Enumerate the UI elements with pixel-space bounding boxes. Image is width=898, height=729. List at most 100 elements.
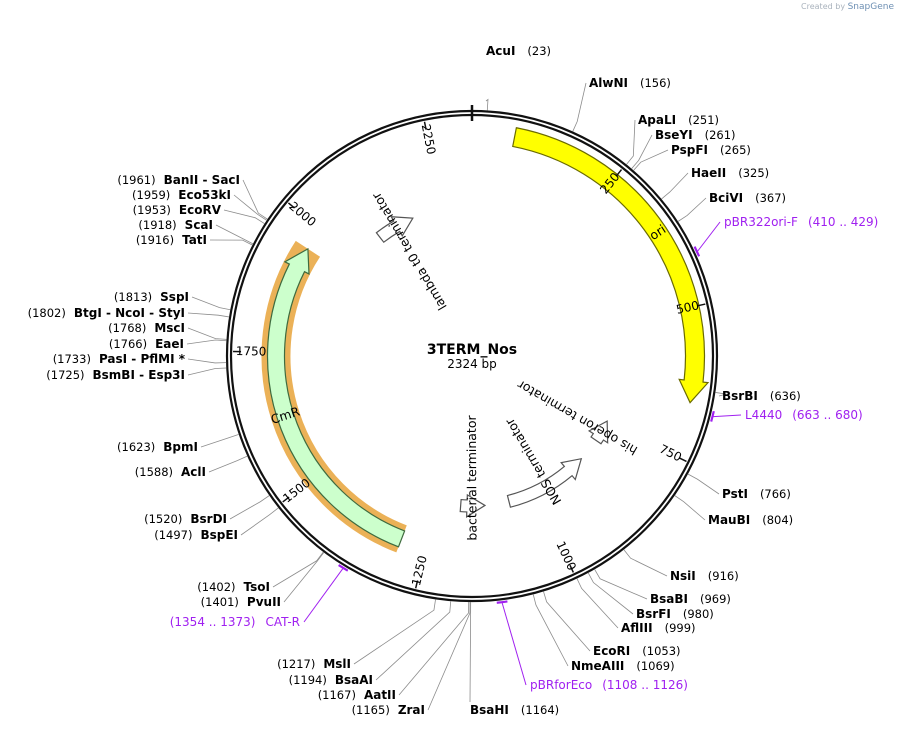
site-label: (1167)AatII [318, 688, 396, 702]
site-bcivi[interactable]: BciVI(367) [677, 191, 786, 222]
site-sspi[interactable]: (1813)SspI [114, 290, 231, 311]
site-bsahi[interactable]: BsaHI(1164) [469, 601, 559, 717]
tick-mark [414, 580, 419, 589]
site-bpmi[interactable]: (1623)BpmI [117, 434, 239, 454]
feature-label-lambda-t0: lambda t0 terminator [368, 189, 449, 313]
site-bsmbi-esp3i[interactable]: (1725)BsmBI - Esp3I [46, 367, 227, 382]
feature-arrow [375, 216, 414, 244]
plasmid-name: 3TERM_Nos [427, 342, 517, 358]
site-bsrdi[interactable]: (1520)BsrDI [144, 495, 270, 526]
site-nmeaiii[interactable]: NmeAIII(1069) [532, 594, 675, 673]
site-acli[interactable]: (1588)AclI [135, 455, 248, 479]
site-label: (1918)ScaI [138, 218, 213, 232]
watermark-prefix: Created by [801, 2, 846, 11]
site-acui[interactable]: AcuI(23) [485, 44, 551, 111]
site-pasi-pflmi[interactable]: (1733)PasI - PflMI * [53, 352, 227, 366]
feature-nos[interactable]: NOS terminator [501, 415, 583, 508]
primer-leader [697, 221, 721, 252]
site-label: (1402)TsoI [197, 580, 270, 594]
site-label: AlwNI(156) [589, 76, 671, 90]
site-aatii[interactable]: (1167)AatII [318, 601, 470, 702]
primer-l4440[interactable]: L4440(663 .. 680) [710, 408, 863, 422]
site-apali[interactable]: ApaLI(251) [626, 113, 719, 165]
site-leader [186, 339, 227, 345]
site-leader [626, 119, 636, 165]
site-afliii[interactable]: AflIII(999) [576, 578, 696, 635]
site-label: (1588)AclI [135, 465, 206, 479]
site-leader [572, 82, 587, 132]
site-label: NmeAIII(1069) [571, 659, 675, 673]
site-bsrfi[interactable]: BsrFI(980) [587, 572, 714, 621]
site-bsabi[interactable]: BsaBI(969) [594, 569, 731, 606]
site-label: BciVI(367) [709, 191, 786, 205]
primer-pbr322ori-f[interactable]: pBR322ori-F(410 .. 429) [693, 215, 879, 257]
tick-label: 2000 [286, 199, 318, 229]
site-scai[interactable]: (1918)ScaI [138, 218, 254, 245]
site-leader [543, 591, 591, 652]
site-pspfi[interactable]: PspFI(265) [633, 143, 751, 171]
tick-mark [423, 121, 427, 130]
site-leader [687, 473, 720, 495]
site-leader [631, 134, 653, 170]
site-bspei[interactable]: (1497)BspEI [154, 507, 279, 542]
site-leader [187, 327, 227, 340]
site-leader [242, 179, 268, 220]
site-leader [209, 239, 253, 246]
primer-layer: pBR322ori-F(410 .. 429) L4440(663 .. 680)… [170, 215, 879, 692]
backbone-ring [225, 105, 719, 603]
site-msli[interactable]: (1217)MslI [277, 599, 436, 671]
site-msci[interactable]: (1768)MscI [108, 321, 227, 340]
site-leader [587, 572, 634, 615]
site-leader [677, 197, 707, 222]
site-bseyi[interactable]: BseYI(261) [631, 128, 736, 170]
site-label: (1961)BanII - SacI [117, 173, 240, 187]
site-leader [633, 149, 669, 171]
site-eaei[interactable]: (1766)EaeI [109, 337, 227, 351]
tick-label: 1250 [409, 554, 430, 587]
site-ecori[interactable]: EcoRI(1053) [543, 591, 681, 658]
site-leader [240, 507, 279, 536]
site-maubi[interactable]: MauBI(804) [674, 495, 794, 527]
site-leader [427, 601, 471, 711]
site-leader [674, 495, 706, 521]
site-layer: AcuI(23)AlwNI(156)ApaLI(251)BseYI(261)Ps… [28, 44, 801, 717]
site-leader [594, 569, 648, 600]
site-tsoi[interactable]: (1402)TsoI [197, 551, 324, 594]
feature-bacterial[interactable]: bacterial terminator [459, 415, 487, 541]
site-eco53ki[interactable]: (1959)Eco53kI [132, 188, 267, 221]
feature-label-ori: ori [647, 221, 669, 242]
site-btgi-ncoi-styi[interactable]: (1802)BtgI - NcoI - StyI [28, 306, 230, 320]
site-label: (1194)BsaAI [289, 673, 373, 687]
site-label: (1916)TatI [136, 233, 207, 247]
site-leader [283, 552, 325, 603]
site-leader [272, 551, 324, 588]
tick-mark [282, 496, 290, 503]
site-bsaai[interactable]: (1194)BsaAI [289, 601, 452, 687]
tick-mark [569, 564, 575, 573]
site-label: (1725)BsmBI - Esp3I [46, 368, 185, 382]
site-haeii[interactable]: HaeII(325) [661, 166, 769, 200]
site-psti[interactable]: PstI(766) [687, 473, 791, 501]
tick-label: 1750 [236, 344, 267, 359]
site-pvuii[interactable]: (1401)PvuII [201, 552, 325, 609]
primer-pbrforeco[interactable]: pBRforEco(1108 .. 1126) [496, 600, 688, 692]
feature-his-operon[interactable]: his operon terminator [514, 377, 640, 458]
site-bsrbi[interactable]: BsrBI(636) [715, 389, 801, 403]
site-label: (1768)MscI [108, 321, 185, 335]
site-ecorv[interactable]: (1953)EcoRV [133, 203, 265, 225]
site-tati[interactable]: (1916)TatI [136, 233, 253, 247]
site-nsii[interactable]: NsiI(916) [623, 549, 739, 583]
site-zrai[interactable]: (1165)ZraI [352, 601, 471, 717]
primer-mark [338, 564, 349, 572]
site-banii-saci[interactable]: (1961)BanII - SacI [117, 173, 268, 220]
feature-cmr[interactable]: CmR [261, 240, 407, 553]
site-alwni[interactable]: AlwNI(156) [572, 76, 671, 132]
primer-cat-r[interactable]: (1354 .. 1373)CAT-R [170, 564, 349, 629]
primer-leader [713, 414, 742, 418]
feature-ori[interactable]: ori [512, 127, 710, 404]
feature-lambda-t0[interactable]: lambda t0 terminator [368, 189, 449, 313]
site-label: (1802)BtgI - NcoI - StyI [28, 306, 185, 320]
site-label: (1766)EaeI [109, 337, 184, 351]
site-label: NsiI(916) [670, 569, 739, 583]
